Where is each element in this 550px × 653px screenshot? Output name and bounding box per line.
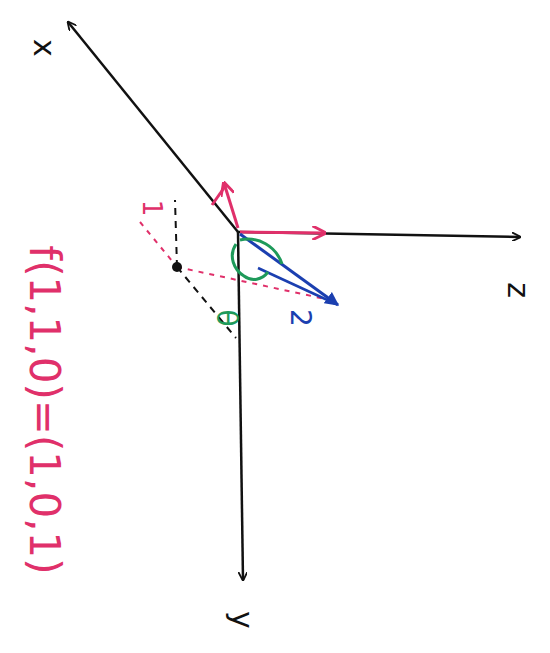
length-label: 2 [286, 309, 314, 327]
basis-vector [224, 183, 238, 228]
vector [240, 234, 338, 305]
x-axis [68, 22, 238, 232]
length-label: 1 [139, 200, 165, 217]
y-axis [238, 232, 243, 580]
basis-vector [212, 185, 226, 205]
dashed-projection [177, 267, 236, 338]
dashed-projection [140, 222, 177, 267]
axis-label: y [227, 611, 257, 629]
function-equation: f(1,1,0)=(1,0,1) [23, 245, 65, 574]
dashed-projection [175, 200, 177, 267]
axis-label: x [29, 39, 59, 57]
basis-vector [240, 232, 325, 233]
angle-arc [240, 239, 282, 264]
z-axis [238, 232, 520, 237]
vector [258, 268, 336, 304]
angle-arc [232, 244, 268, 279]
axis-label: z [503, 282, 533, 298]
angle-label: θ [212, 309, 240, 326]
point [172, 262, 182, 272]
